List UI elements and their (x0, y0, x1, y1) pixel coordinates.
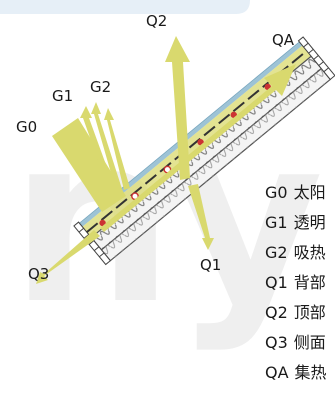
arrow-q2 (165, 36, 190, 180)
legend-text: 透明 (293, 213, 326, 232)
label-qa: QA (272, 31, 295, 49)
label-g0: G0 (16, 118, 38, 136)
legend-item: G1 透明 (265, 208, 335, 238)
arrow-qa (100, 64, 296, 232)
frame-end-high (297, 36, 335, 81)
legend-item: Q2 顶部 (265, 298, 335, 328)
glass-cover (79, 42, 303, 227)
legend-item: Q3 侧面 (265, 328, 335, 358)
legend-code: G0 (265, 183, 288, 202)
legend-text: 侧面 (293, 333, 326, 352)
label-q1: Q1 (200, 256, 222, 274)
label-q2: Q2 (146, 12, 168, 30)
arrow-q3 (36, 230, 100, 284)
legend-code: Q2 (265, 303, 288, 322)
arrow-g0 (52, 118, 126, 212)
legend-code: G1 (265, 213, 288, 232)
arrow-q1 (188, 184, 214, 250)
legend-code: Q1 (265, 273, 288, 292)
frame-end-low (73, 221, 112, 266)
collector-panel (73, 36, 335, 266)
legend-item: G0 太阳 (265, 178, 335, 208)
legend-code: QA (265, 363, 289, 382)
arrow-g2 (91, 102, 123, 194)
legend-text: 集热 (294, 363, 327, 382)
legend-item: Q1 背部 (265, 268, 335, 298)
label-g1: G1 (52, 87, 74, 105)
label-g2: G2 (90, 78, 112, 96)
legend-item: G2 吸热 (265, 238, 335, 268)
legend-text: 太阳 (293, 183, 326, 202)
legend-item: QA 集热 (265, 358, 335, 388)
legend-text: 吸热 (293, 243, 326, 262)
legend-text: 背部 (293, 273, 326, 292)
label-q3: Q3 (28, 265, 50, 283)
legend-code: Q3 (265, 333, 288, 352)
arrow-g1 (80, 106, 117, 197)
legend-text: 顶部 (293, 303, 326, 322)
top-band (0, 0, 250, 14)
legend-code: G2 (265, 243, 288, 262)
